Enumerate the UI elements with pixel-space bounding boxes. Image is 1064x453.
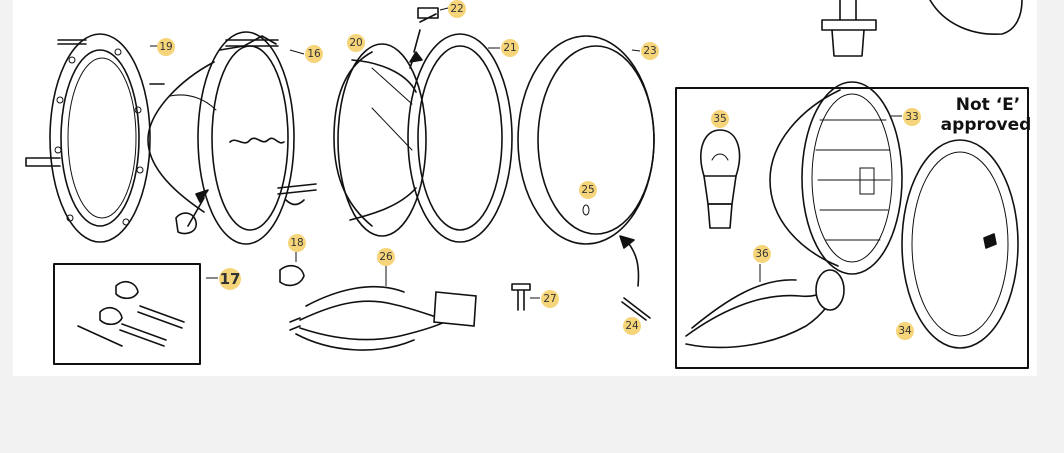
callout-18: 18 <box>288 234 306 252</box>
part-16-headlamp-bowl <box>147 31 317 245</box>
callout-19: 19 <box>157 38 175 56</box>
part-26-wiring-harness <box>289 285 477 351</box>
part-18-clip <box>279 264 305 287</box>
part-33-sealed-beam <box>769 81 903 275</box>
svg-text:22: 22 <box>450 3 463 15</box>
callout-23: 23 <box>641 42 659 60</box>
part-34-lens <box>901 139 1019 349</box>
part-17-adjuster-kit-inset <box>53 263 201 365</box>
callout-20: 20 <box>347 34 365 52</box>
svg-text:33: 33 <box>905 111 918 123</box>
part-20-sealed-beam-unit <box>333 43 427 237</box>
callout-26: 26 <box>377 248 395 266</box>
svg-text:27: 27 <box>543 293 556 305</box>
svg-text:21: 21 <box>503 42 516 54</box>
sealed-beam-inset: Not ‘E’ approved <box>675 81 1032 369</box>
note-line-2: approved <box>941 115 1032 135</box>
svg-text:23: 23 <box>643 45 656 57</box>
part-24-screw <box>621 297 651 321</box>
svg-text:26: 26 <box>379 251 393 263</box>
callout-25: 25 <box>579 181 597 199</box>
callout-33: 33 <box>903 108 921 126</box>
svg-text:17: 17 <box>220 270 241 288</box>
part-19-mounting-ring <box>25 33 165 243</box>
callout-24: 24 <box>623 317 641 335</box>
callout-16: 16 <box>305 45 323 63</box>
callout-34: 34 <box>896 322 914 340</box>
svg-text:19: 19 <box>159 41 172 53</box>
callout-21: 21 <box>501 39 519 57</box>
svg-text:36: 36 <box>755 248 769 260</box>
svg-text:20: 20 <box>349 37 362 49</box>
callout-27: 27 <box>541 290 559 308</box>
note-line-1: Not ‘E’ <box>956 95 1020 115</box>
svg-text:16: 16 <box>307 48 321 60</box>
callout-22: 22 <box>448 0 466 18</box>
part-27-screw <box>511 283 531 311</box>
part-35-bulb <box>700 129 741 229</box>
svg-text:35: 35 <box>713 113 726 125</box>
callout-36: 36 <box>753 245 771 263</box>
part-top-bulb <box>821 0 877 57</box>
callout-35: 35 <box>711 110 729 128</box>
svg-text:34: 34 <box>898 325 912 337</box>
callout-17: 17 <box>219 268 241 290</box>
svg-text:25: 25 <box>581 184 594 196</box>
part-23-chrome-rim <box>517 35 655 287</box>
svg-text:18: 18 <box>290 237 303 249</box>
part-36-wiring-harness <box>685 269 845 349</box>
part-21-retaining-rim <box>407 7 513 243</box>
svg-text:24: 24 <box>625 320 639 332</box>
leader-lines <box>150 7 902 299</box>
part-top-lens-edge <box>929 0 1023 35</box>
